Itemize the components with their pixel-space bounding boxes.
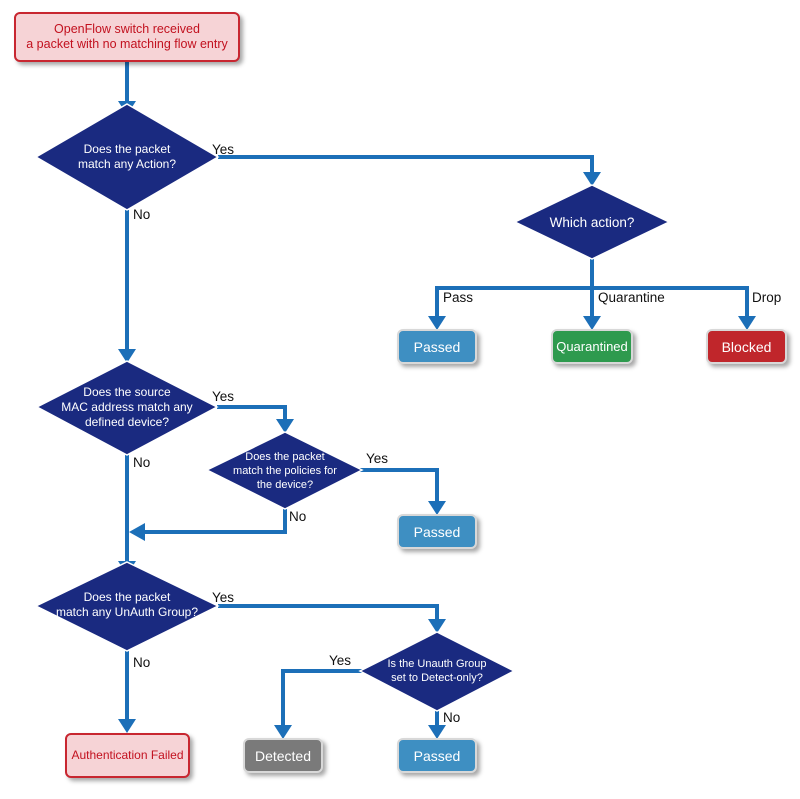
outcome-blocked: Blocked (706, 329, 787, 364)
decision-text-line: Does the source (83, 385, 171, 399)
edge-label-yes: Yes (212, 590, 234, 605)
edge-label-no: No (443, 710, 460, 725)
decision-text-line: defined device? (85, 415, 169, 429)
edge-label-no: No (133, 655, 150, 670)
decision-text-line: match the policies for (233, 465, 337, 477)
decision-text-line: match any UnAuth Group? (56, 605, 198, 619)
decision-which-action: Which action? (513, 184, 671, 260)
edge-label-yes: Yes (366, 451, 388, 466)
arrow-down-icon (428, 501, 446, 515)
edge-label-no: No (289, 509, 306, 524)
edge-label-quarantine: Quarantine (598, 290, 665, 305)
arrow-down-icon (738, 316, 756, 330)
outcome-label: Detected (254, 747, 312, 764)
start-box: OpenFlow switch received a packet with n… (14, 12, 240, 62)
decision-text-line: Does the packet (245, 451, 325, 463)
line-action-yes (218, 155, 594, 174)
arrow-down-icon (276, 419, 294, 433)
decision-detect-only: Is the Unauth Group set to Detect-only? (358, 631, 516, 712)
outcome-label: Blocked (721, 338, 772, 355)
decision-text-line: the device? (257, 479, 313, 491)
decision-text-line: Is the Unauth Group (387, 658, 486, 670)
outcome-label: Passed (413, 523, 461, 540)
start-text-line: a packet with no matching flow entry (26, 37, 228, 51)
decision-device-policies: Does the packet match the policies for t… (205, 431, 364, 510)
edge-label-yes: Yes (329, 653, 351, 668)
outcome-authentication-failed: Authentication Failed (65, 733, 190, 778)
decision-unauth-group: Does the packet match any UnAuth Group? (34, 561, 220, 652)
line-policy-yes (360, 468, 439, 503)
outcome-passed: Passed (397, 329, 477, 364)
arrow-down-icon (274, 725, 292, 739)
decision-text-line: match any Action? (78, 157, 176, 171)
decision-text-line: Which action? (550, 215, 635, 230)
connectors (125, 62, 749, 727)
decision-text-line: MAC address match any (61, 400, 192, 414)
decision-source-mac: Does the source MAC address match any de… (35, 360, 219, 456)
outcome-quarantined: Quarantined (551, 329, 633, 364)
decision-text-line: Does the packet (84, 590, 171, 604)
edge-label-no: No (133, 207, 150, 222)
outcome-detected: Detected (243, 738, 323, 773)
arrow-left-icon (129, 523, 145, 541)
decision-text-line: Does the packet (84, 142, 171, 156)
arrow-down-icon (428, 725, 446, 739)
decision-text-line: set to Detect-only? (391, 672, 483, 684)
edge-label-yes: Yes (212, 142, 234, 157)
edge-label-drop: Drop (752, 290, 781, 305)
line-which-branches (435, 286, 749, 318)
line-policy-no (143, 509, 287, 534)
edge-label-no: No (133, 455, 150, 470)
line-unauth-yes (218, 604, 439, 621)
line-mac-yes (217, 405, 287, 421)
outcome-passed: Passed (397, 738, 477, 773)
arrow-down-icon (428, 316, 446, 330)
edge-label-pass: Pass (443, 290, 473, 305)
outcome-label: Authentication Failed (71, 748, 184, 762)
outcome-passed: Passed (397, 514, 477, 549)
arrow-down-icon (583, 172, 601, 186)
outcome-label: Passed (413, 747, 461, 764)
start-text-line: OpenFlow switch received (54, 22, 200, 36)
decision-match-action: Does the packet match any Action? (34, 103, 220, 211)
arrow-down-icon (118, 349, 136, 363)
line-detect-yes (281, 669, 362, 727)
outcome-label: Passed (413, 338, 461, 355)
edge-label-yes: Yes (212, 389, 234, 404)
arrow-down-icon (428, 619, 446, 633)
outcome-label: Quarantined (556, 339, 628, 354)
edge-labels: Yes No Pass Quarantine Drop Yes No Yes N… (133, 142, 781, 725)
arrow-down-icon (583, 316, 601, 330)
arrow-down-icon (118, 719, 136, 733)
